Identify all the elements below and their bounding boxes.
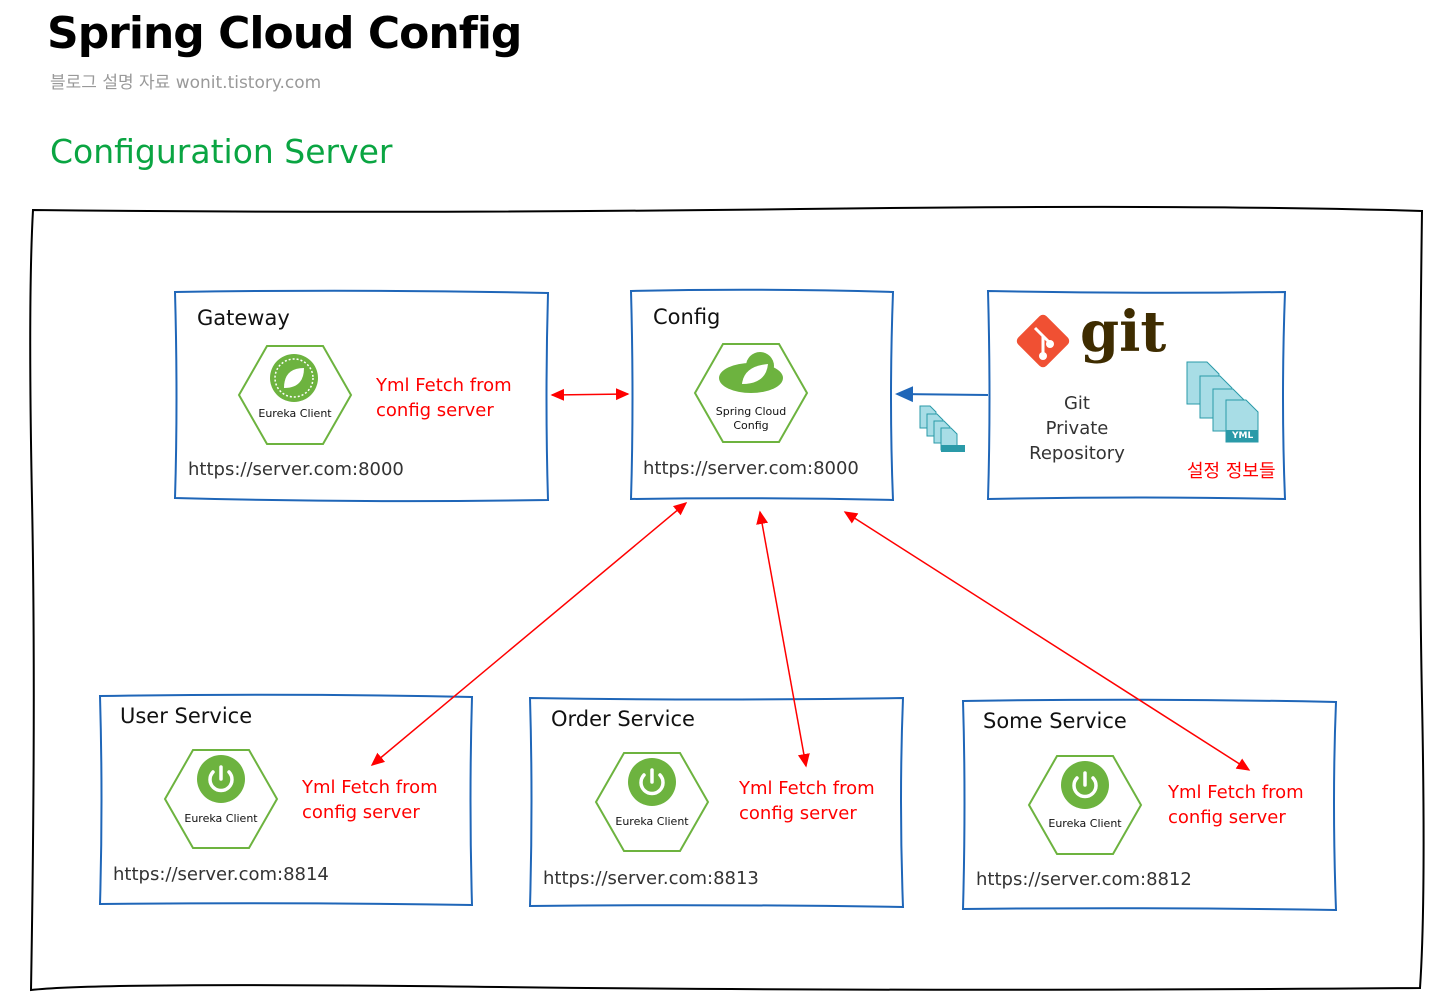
config-hex-label: Spring Cloud Config [715,405,787,432]
arrow-git-config [895,386,989,403]
gateway-box [173,289,550,503]
user-service-url: https://server.com:8814 [113,864,329,885]
gateway-hex-label: Eureka Client [258,407,332,420]
arrow-config-order [756,510,810,768]
config-title: Config [653,305,721,329]
git-label: Git Private Repository [1017,391,1137,466]
user-service-hex-label: Eureka Client [184,812,258,825]
page-title: Spring Cloud Config [47,8,522,59]
order-service-hex-label: Eureka Client [615,815,689,828]
gateway-title: Gateway [197,306,290,330]
gateway-url: https://server.com:8000 [188,459,404,480]
git-label-line1: Git [1063,393,1090,414]
user-service-title: User Service [120,704,253,728]
gateway-fetch-line2: config server [376,400,494,421]
config-files-label: 설정 정보들 [1187,461,1276,482]
config-url: https://server.com:8000 [643,458,859,479]
arrow-gateway-config [550,388,630,401]
git-label-line3: Repository [1029,443,1125,464]
order-service-title: Order Service [551,707,695,731]
gateway-fetch-line1: Yml Fetch from [376,375,512,396]
arrow-config-user [370,502,688,766]
outer-frame [29,205,1425,992]
section-title: Configuration Server [50,132,393,171]
git-label-line2: Private [1045,418,1109,439]
yml-file-tag: YML [1232,431,1254,441]
some-service-fetch-line1: Yml Fetch from [1168,782,1304,803]
yml-file-icon-stack [919,361,1259,452]
some-service-title: Some Service [983,709,1127,733]
user-service-fetch-line1: Yml Fetch from [302,777,438,798]
order-service-url: https://server.com:8813 [543,868,759,889]
spring-cloud-icon [719,352,783,393]
spring-leaf-icon [270,354,318,402]
git-logo-text: git [1080,299,1167,365]
order-service-box [528,696,905,909]
user-service-box [98,693,474,907]
page-subtitle: 블로그 설명 자료 wonit.tistory.com [50,73,322,93]
order-service-fetch-line2: config server [739,803,857,824]
config-box [629,288,895,502]
order-service-fetch-line1: Yml Fetch from [739,778,875,799]
git-logo-icon [1016,314,1070,368]
some-service-url: https://server.com:8812 [976,869,1192,890]
git-box [986,289,1287,501]
some-service-hex-label: Eureka Client [1048,817,1122,830]
user-service-fetch-line2: config server [302,802,420,823]
some-service-fetch-line2: config server [1168,807,1286,828]
arrow-config-some [843,511,1251,771]
